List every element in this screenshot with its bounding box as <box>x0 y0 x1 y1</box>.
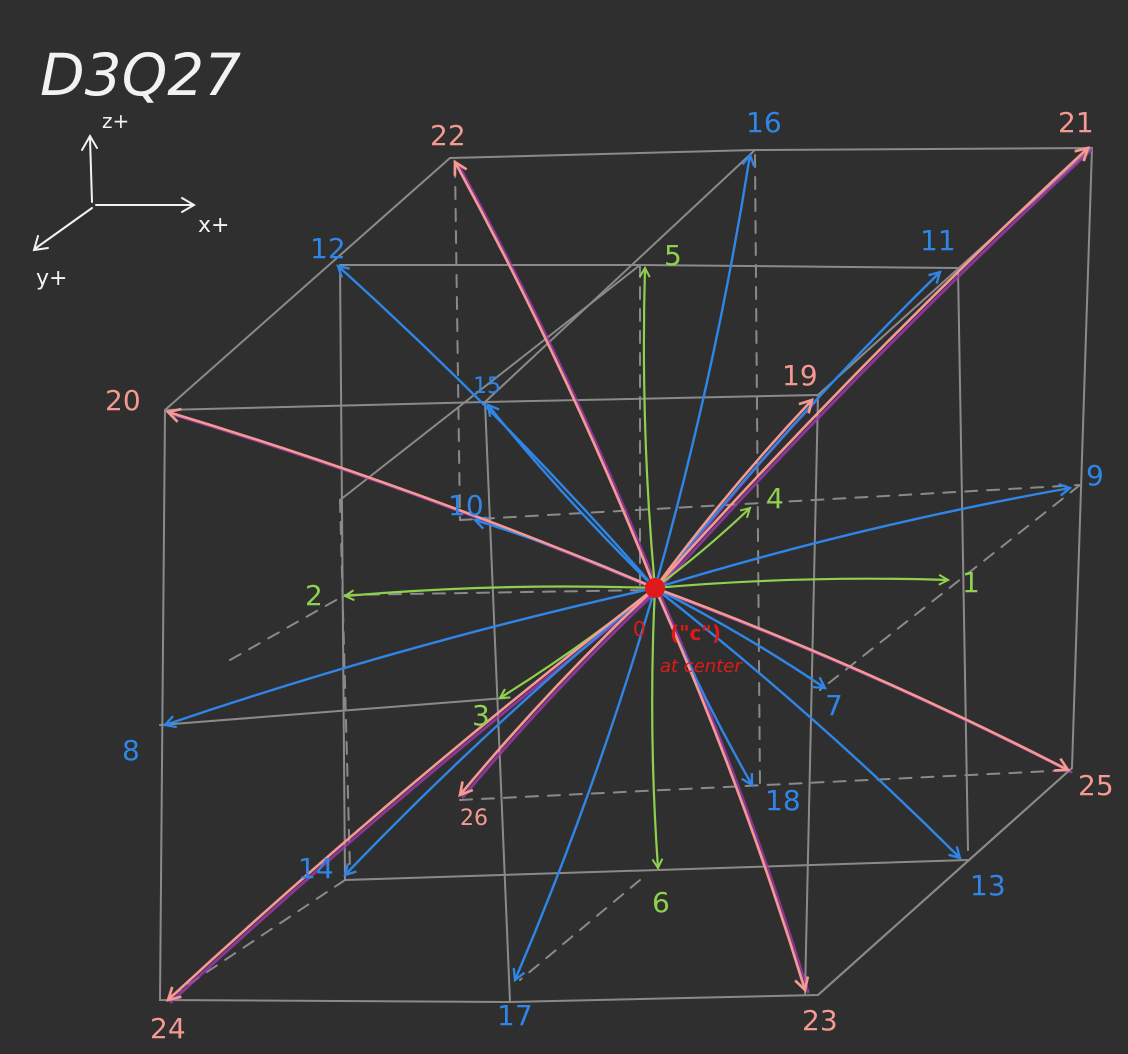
arrow-23 <box>653 586 805 990</box>
title: D3Q27 <box>40 41 241 109</box>
arrow-21 <box>653 148 1088 590</box>
label-14: 14 <box>298 852 334 885</box>
back-plane-outline <box>449 146 1094 769</box>
arrow-22 <box>455 162 657 590</box>
label-16: 16 <box>746 106 782 139</box>
hidden-lines <box>164 154 1081 1001</box>
horizontal-mid <box>159 697 506 726</box>
arrow-shadow-24 <box>169 588 660 1004</box>
arrow-26 <box>460 586 657 795</box>
arrow-16 <box>653 155 750 590</box>
arrow-15 <box>488 405 657 590</box>
velocity-arrows <box>165 148 1088 1000</box>
label-22: 22 <box>430 119 466 152</box>
label-26: 26 <box>460 806 488 831</box>
front-plane-top <box>164 393 820 996</box>
label-15: 15 <box>473 374 501 399</box>
y-axis-label: y+ <box>36 266 67 291</box>
vertical-front-mid <box>484 401 511 1003</box>
center-note-label: at center <box>660 656 743 677</box>
arrow-shadow-23 <box>656 588 810 994</box>
arrow-11 <box>653 272 940 590</box>
arrow-13 <box>653 586 960 858</box>
horizontal-lower <box>344 859 969 881</box>
label-12: 12 <box>310 232 346 265</box>
label-21: 21 <box>1058 106 1094 139</box>
x-axis-label: x+ <box>198 213 229 238</box>
arrow-20 <box>168 412 657 590</box>
label-4: 4 <box>766 482 784 515</box>
depth-edge-top-left <box>164 157 451 411</box>
label-13: 13 <box>970 869 1006 902</box>
label-6: 6 <box>652 886 670 919</box>
arrow-9 <box>653 488 1070 590</box>
label-20: 20 <box>105 384 141 417</box>
z-axis-line <box>81 134 98 203</box>
depth-edge-mid <box>339 264 641 501</box>
label-18: 18 <box>765 784 801 817</box>
arrow-5 <box>644 268 657 590</box>
label-17: 17 <box>497 999 533 1032</box>
arrow-6 <box>651 586 658 868</box>
arrow-19 <box>653 400 812 590</box>
label-19: 19 <box>782 359 818 392</box>
arrow-7 <box>653 586 825 688</box>
label-1: 1 <box>962 566 980 599</box>
direction-labels: 1 2 3 4 5 6 7 8 9 10 11 12 13 14 15 16 1… <box>105 106 1114 1045</box>
label-3: 3 <box>472 699 490 732</box>
arrow-1 <box>653 579 948 590</box>
x-axis-line <box>95 197 196 213</box>
arrow-shadow-26 <box>461 588 660 799</box>
arrow-2 <box>345 585 657 596</box>
label-5: 5 <box>664 239 682 272</box>
center-node <box>645 578 665 598</box>
arrow-shadow-21 <box>656 148 1093 592</box>
depth-edge-bottom-right <box>817 767 1073 996</box>
arrow-17 <box>515 586 657 980</box>
center-quote-label: ("c") <box>670 621 721 645</box>
label-9: 9 <box>1086 459 1104 492</box>
label-10: 10 <box>448 489 484 522</box>
label-24: 24 <box>150 1012 186 1045</box>
label-7: 7 <box>825 689 843 722</box>
label-23: 23 <box>802 1004 838 1037</box>
label-11: 11 <box>920 224 956 257</box>
label-25: 25 <box>1078 769 1114 802</box>
depth-edge-top-mid <box>484 149 756 403</box>
center-index-label: 0 <box>633 617 646 641</box>
label-8: 8 <box>122 734 140 767</box>
axis-triad <box>32 134 196 252</box>
y-axis-line <box>32 207 93 252</box>
arrow-25 <box>653 586 1068 770</box>
depth-edge-top-right <box>817 147 1093 396</box>
back-plane-mid <box>339 264 969 851</box>
label-2: 2 <box>305 579 323 612</box>
arrow-4 <box>653 508 750 590</box>
arrow-8 <box>165 586 657 725</box>
arrow-shadow-22 <box>456 162 660 592</box>
z-axis-label: z+ <box>102 109 129 133</box>
arrow-24 <box>168 586 657 1000</box>
arrow-14 <box>345 586 657 875</box>
